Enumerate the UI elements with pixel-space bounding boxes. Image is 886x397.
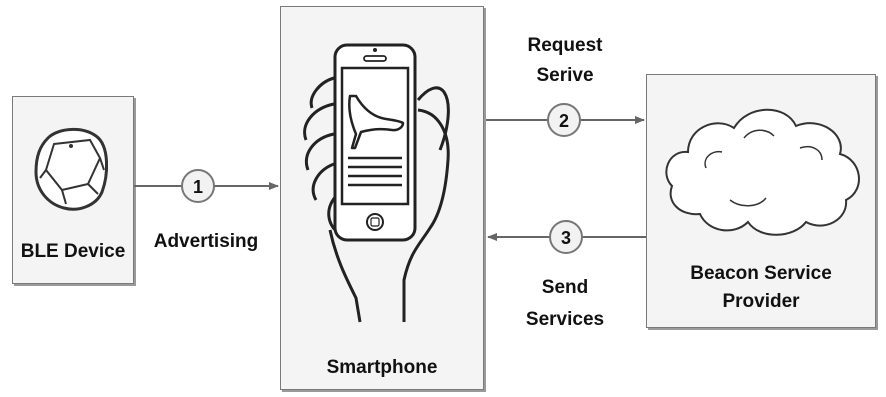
- cloud-icon: [665, 108, 860, 236]
- hand-holding-phone-icon: [303, 43, 450, 323]
- high-heel-shoe-icon: [348, 94, 405, 150]
- flow-2-label-line2: Serive: [536, 65, 594, 86]
- provider-label-line2: Provider: [722, 291, 800, 312]
- flow-3-label-line2: Services: [525, 309, 605, 330]
- smartphone-label: Smartphone: [326, 357, 438, 378]
- flow-3-label-line1: Send: [541, 277, 589, 298]
- step-3-number: 3: [561, 228, 571, 248]
- flow-2-label-line1: Request: [527, 35, 603, 56]
- beacon-device-icon: [34, 128, 109, 211]
- step-3-circle: 3: [549, 220, 583, 254]
- ble-device-label: BLE Device: [20, 241, 126, 262]
- step-1-number: 1: [193, 177, 203, 197]
- step-2-circle: 2: [547, 103, 581, 137]
- flow-1-label: Advertising: [153, 231, 259, 252]
- provider-label-line1: Beacon Service: [690, 263, 832, 284]
- step-2-number: 2: [559, 111, 569, 131]
- step-1-circle: 1: [181, 169, 215, 203]
